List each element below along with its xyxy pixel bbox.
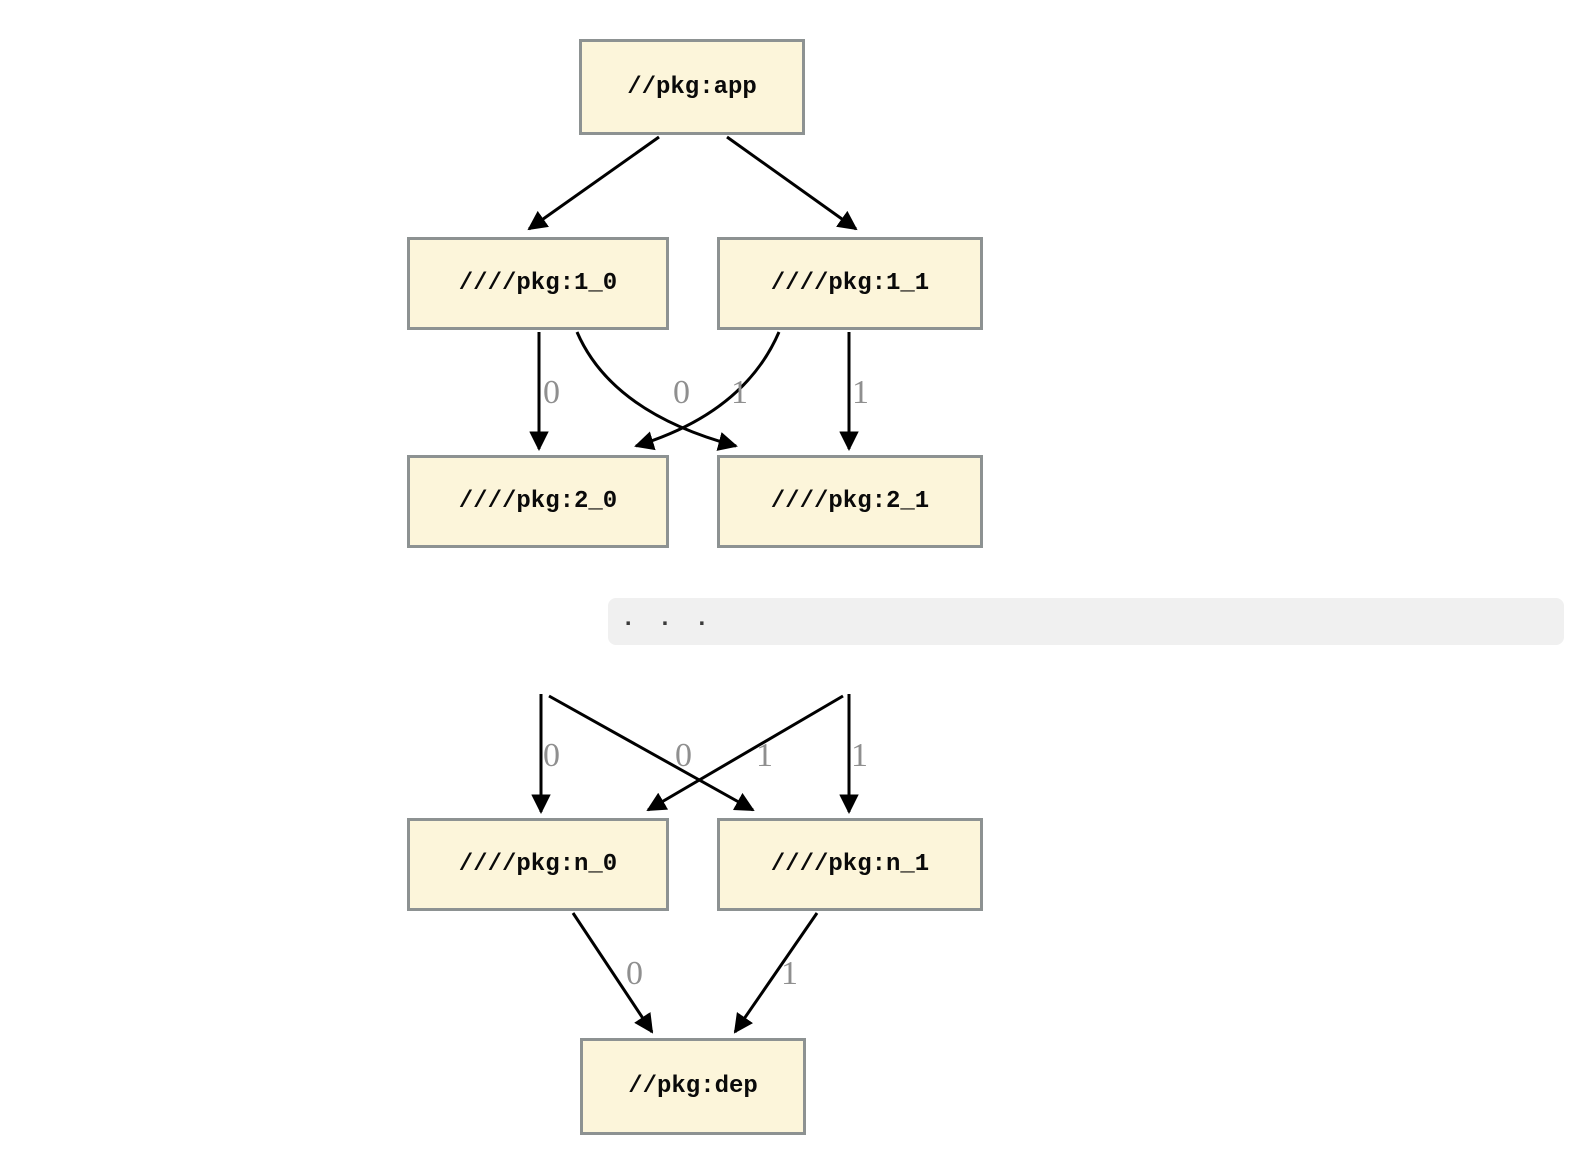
edge-label-1_0-2_1: 1 xyxy=(731,374,748,411)
edge-label-ellipsis-n_0-left: 0 xyxy=(543,737,560,774)
edge-label-1_1-2_0: 0 xyxy=(673,374,690,411)
node-pkg-1_0: ////pkg:1_0 xyxy=(407,237,669,330)
ellipsis-separator: . . . xyxy=(608,598,1564,645)
node-pkg-2_1: ////pkg:2_1 xyxy=(717,455,983,548)
edge-label-ellipsis-n_1-right: 1 xyxy=(851,737,868,774)
node-pkg-n_1: ////pkg:n_1 xyxy=(717,818,983,911)
node-pkg-app: //pkg:app xyxy=(579,39,805,135)
edge-app-to-1_1 xyxy=(726,135,858,231)
edge-label-n_1-dep: 1 xyxy=(781,955,798,992)
node-pkg-dep: //pkg:dep xyxy=(580,1038,806,1135)
node-pkg-n_0: ////pkg:n_0 xyxy=(407,818,669,911)
edge-ellipsis-to-n_1-diagonal xyxy=(548,694,755,812)
edge-label-n_0-dep: 0 xyxy=(626,955,643,992)
edge-app-to-1_0 xyxy=(527,135,660,231)
edge-label-ellipsis-n_0-mid: 0 xyxy=(675,737,692,774)
edge-label-ellipsis-n_1-mid: 1 xyxy=(756,737,773,774)
edge-label-1_1-2_1: 1 xyxy=(852,374,869,411)
edge-1_0-to-2_1 xyxy=(575,331,738,451)
edge-1_1-to-2_0 xyxy=(634,331,781,451)
edge-n_1-to-dep xyxy=(733,912,819,1034)
node-pkg-2_0: ////pkg:2_0 xyxy=(407,455,669,548)
edge-label-1_0-2_0: 0 xyxy=(543,374,560,411)
node-pkg-1_1: ////pkg:1_1 xyxy=(717,237,983,330)
